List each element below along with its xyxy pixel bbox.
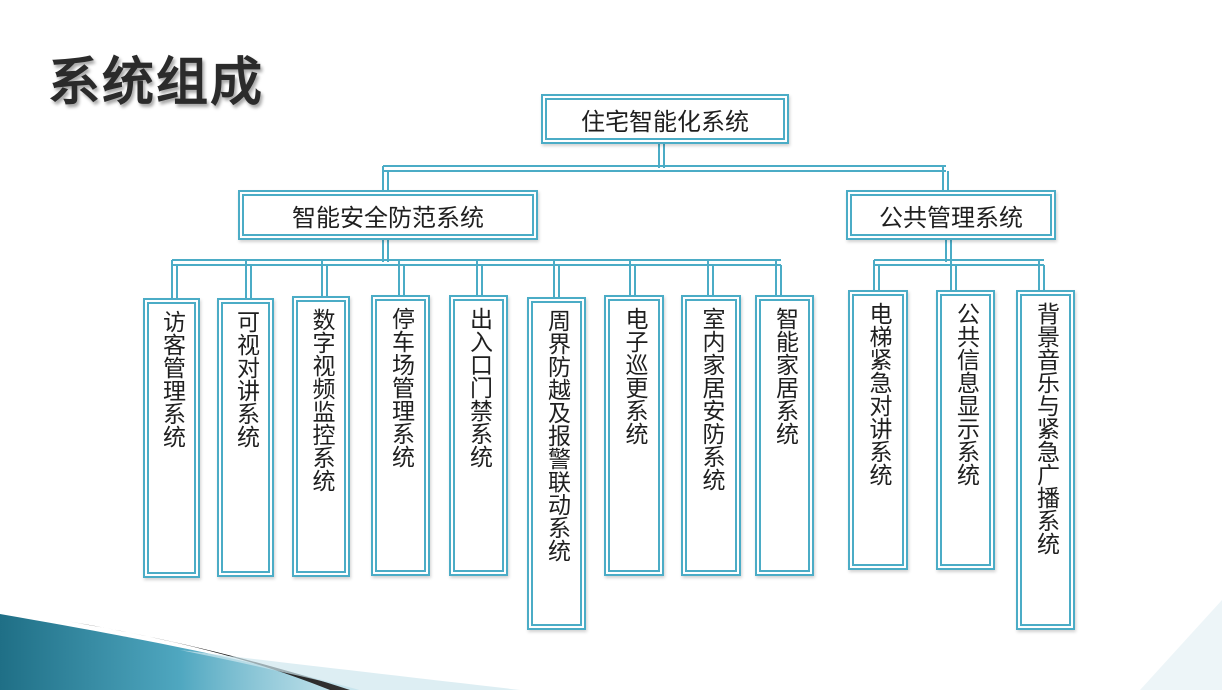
- leaf-node: 可视对讲系统: [221, 302, 270, 573]
- leaf-node: 数字视频监控系统: [296, 300, 346, 573]
- leaf-node: 停车场管理系统: [375, 299, 426, 572]
- branch-node-security: 智能安全防范系统: [242, 194, 534, 236]
- leaf-node: 智能家居系统: [759, 299, 810, 572]
- leaf-node: 周界防越及报警联动系统: [531, 301, 582, 626]
- root-node: 住宅智能化系统: [545, 98, 785, 140]
- leaf-node: 出入口门禁系统: [453, 299, 504, 572]
- leaf-node: 公共信息显示系统: [940, 294, 991, 566]
- leaf-node: 访客管理系统: [147, 302, 196, 574]
- leaf-node: 背景音乐与紧急广播系统: [1020, 294, 1071, 626]
- leaf-node: 电子巡更系统: [608, 299, 660, 572]
- branch-node-public: 公共管理系统: [850, 194, 1052, 236]
- leaf-node: 电梯紧急对讲系统: [852, 294, 904, 566]
- slide-title: 系统组成: [48, 53, 265, 113]
- leaf-node: 室内家居安防系统: [685, 299, 737, 572]
